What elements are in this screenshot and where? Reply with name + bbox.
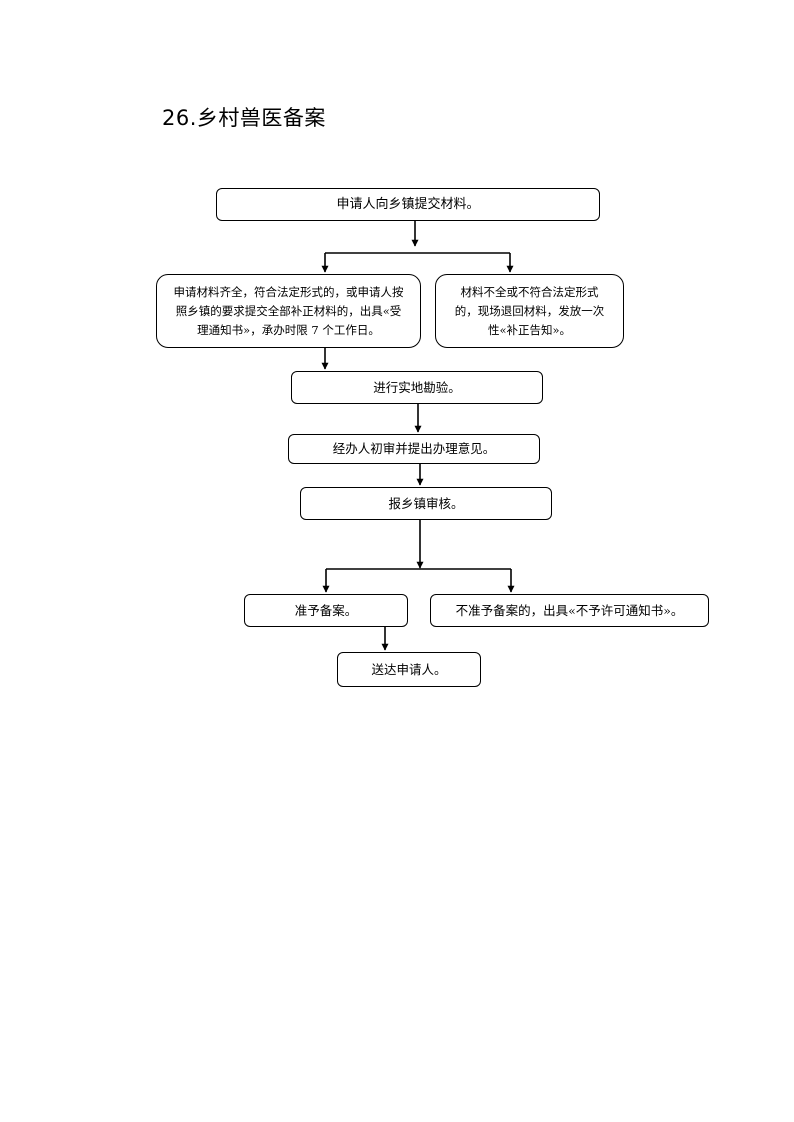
page-title: 26.乡村兽医备案 xyxy=(162,106,326,130)
step-site-inspection: 进行实地勘验。 xyxy=(291,371,543,404)
step-deliver-to-applicant-label: 送达申请人。 xyxy=(371,661,447,677)
branch-complete-line-2: 照乡镇的要求提交全部补正材料的，出具«受 xyxy=(175,303,402,318)
step-township-review: 报乡镇审核。 xyxy=(300,487,552,520)
outcome-reject-filing-label: 不准予备案的，出具«不予许可通知书»。 xyxy=(455,602,684,618)
step-deliver-to-applicant: 送达申请人。 xyxy=(337,652,481,687)
step-preliminary-review-label: 经办人初审并提出办理意见。 xyxy=(332,441,496,456)
step-preliminary-review: 经办人初审并提出办理意见。 xyxy=(288,434,540,464)
step-township-review-label: 报乡镇审核。 xyxy=(388,495,464,511)
branch-materials-complete: 申请材料齐全，符合法定形式的，或申请人按 照乡镇的要求提交全部补正材料的，出具«… xyxy=(156,274,421,348)
branch-incomplete-line-3: 性«补正告知»。 xyxy=(487,322,572,337)
outcome-approve-filing-label: 准予备案。 xyxy=(294,602,358,618)
outcome-approve-filing: 准予备案。 xyxy=(244,594,408,627)
outcome-reject-filing: 不准予备案的，出具«不予许可通知书»。 xyxy=(430,594,709,627)
branch-incomplete-line-1: 材料不全或不符合法定形式 xyxy=(460,284,599,299)
branch-incomplete-line-2: 的，现场退回材料，发放一次 xyxy=(454,303,605,318)
step-submit-materials: 申请人向乡镇提交材料。 xyxy=(216,188,600,221)
step-site-inspection-label: 进行实地勘验。 xyxy=(373,379,461,395)
branch-complete-line-1: 申请材料齐全，符合法定形式的，或申请人按 xyxy=(173,284,404,299)
branch-complete-line-3: 理通知书»，承办时限 7 个工作日。 xyxy=(197,322,380,337)
branch-materials-incomplete: 材料不全或不符合法定形式 的，现场退回材料，发放一次 性«补正告知»。 xyxy=(435,274,624,348)
step-submit-materials-label: 申请人向乡镇提交材料。 xyxy=(336,196,480,212)
